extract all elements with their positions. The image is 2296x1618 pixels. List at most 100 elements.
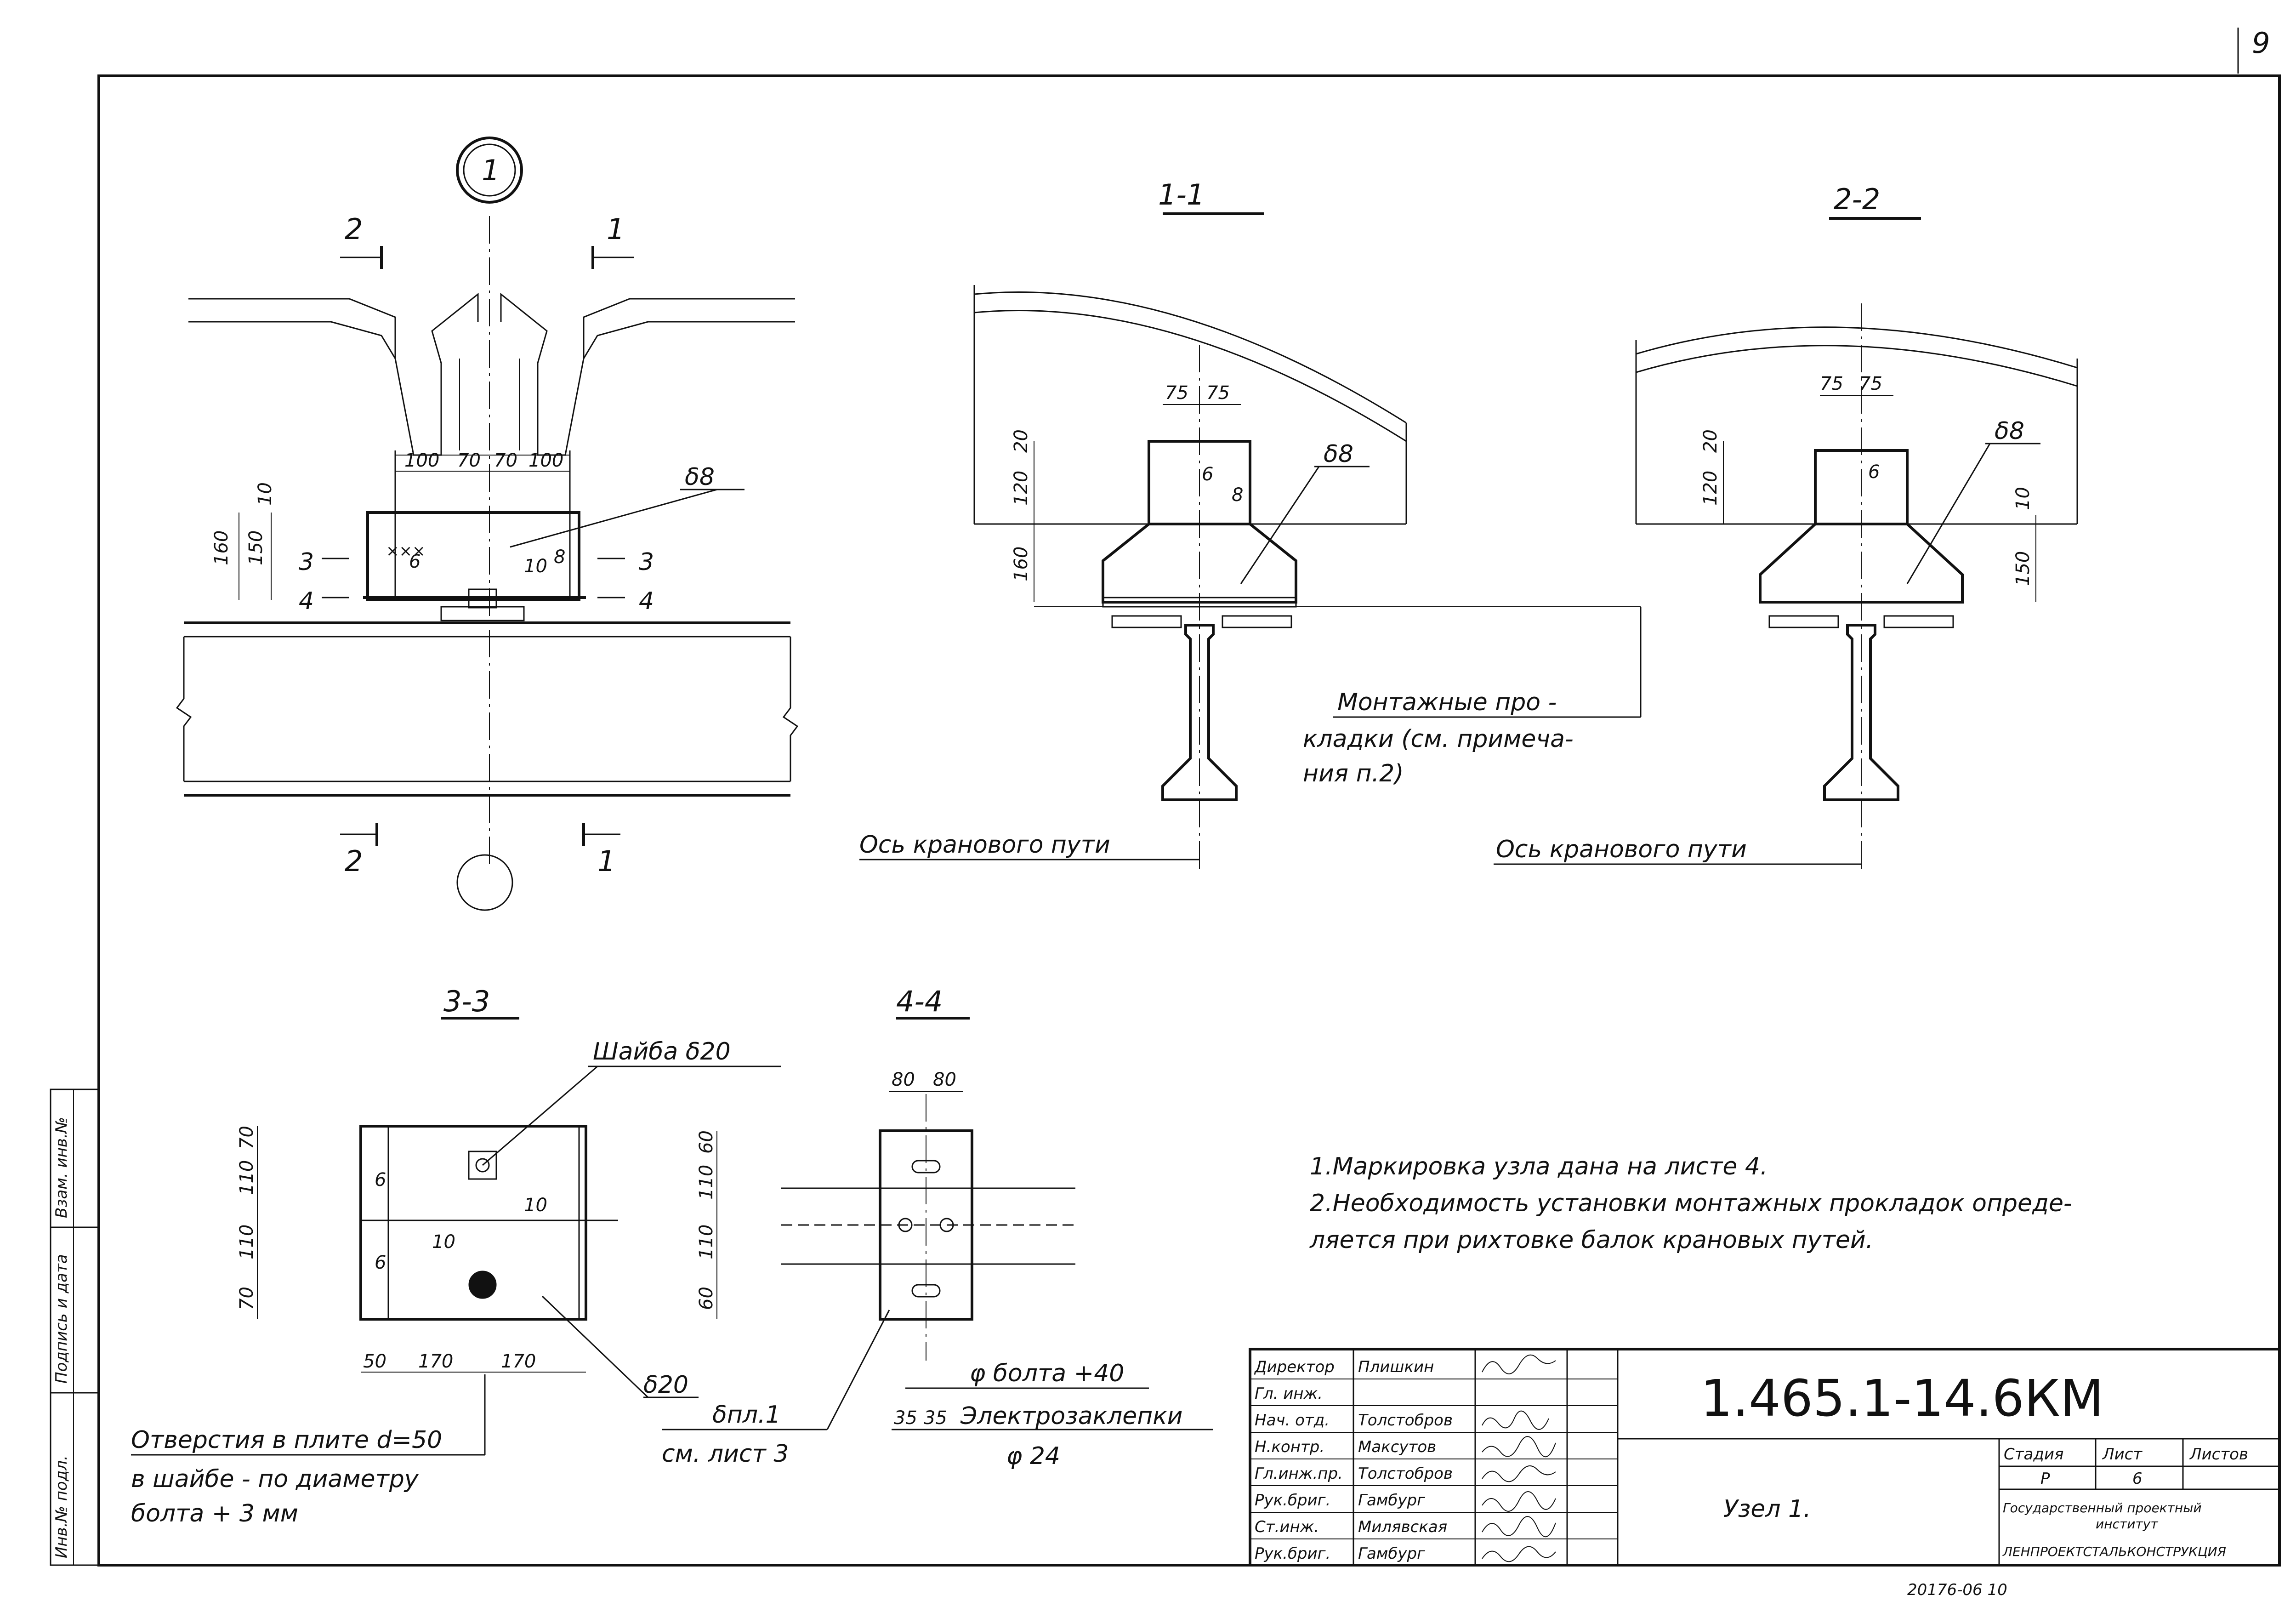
document-code: 1.465.1-14.6КМ: [1700, 1369, 2103, 1428]
main-weld-x-marks: ×××: [386, 542, 425, 560]
plate-leader: [510, 489, 717, 548]
tb-role-7: Ст.инж.: [1255, 1518, 1319, 1536]
s33-dim-70a: 70: [236, 1126, 257, 1149]
tb-sheet-value: 6: [2132, 1470, 2143, 1488]
s11-curved-beam-top-2: [974, 310, 1407, 442]
tb-role-1: Директор: [1254, 1358, 1335, 1376]
s44-plate-ref-1: δпл.1: [712, 1401, 781, 1429]
dim-left-150: 150: [245, 530, 267, 565]
title-block: Директор Плишкин Гл. инж. Нач. отд. Толс…: [1249, 1348, 2281, 1567]
s11-dim-75b: 75: [1206, 382, 1230, 404]
section-2-2: 2-2 75 75 20 120 10 150 δ8 6: [1635, 182, 2078, 873]
title-block-frame: [1249, 1348, 2281, 1567]
s11-clamp-left: [1111, 615, 1182, 628]
tb-role-8: Рук.бриг.: [1255, 1544, 1330, 1563]
axis-marker-circle: [456, 854, 513, 911]
s44-dim-60a: 60: [696, 1130, 717, 1154]
s11-dim-20: 20: [1011, 429, 1032, 453]
tb-stage-header: Стадия: [2004, 1445, 2063, 1464]
s11-dim-160: 160: [1011, 547, 1032, 581]
main-weld-6: 6: [409, 551, 421, 572]
s33-washer: [468, 1151, 497, 1180]
dim-top-4: 100: [529, 450, 563, 471]
s22-clamp-right: [1883, 615, 1954, 628]
s44-dim-110a: 110: [696, 1165, 717, 1200]
tb-role-4: Н.контр.: [1255, 1438, 1324, 1456]
s11-plate-label: δ8: [1324, 440, 1353, 468]
dim-top-1: 100: [404, 450, 439, 471]
s33-washer-leader: [482, 1065, 598, 1166]
s44-rivet-left: [898, 1218, 913, 1232]
organization-line-3: ЛЕНПРОЕКТСТАЛЬКОНСТРУКЦИЯ: [2002, 1544, 2226, 1559]
section-4-4: 4-4 80 80 60 110 110 60 φ болта +40 35 3…: [662, 985, 1213, 1470]
signature-4: [1482, 1465, 1556, 1482]
dim-left-160: 160: [211, 530, 232, 565]
tb-role-5: Гл.инж.пр.: [1255, 1464, 1343, 1483]
tb-name-3: Толстобров: [1358, 1411, 1453, 1430]
main-weld-8: 8: [554, 547, 565, 568]
s33-dim-70b: 70: [236, 1287, 257, 1310]
tb-role-3: Нач. отд.: [1255, 1411, 1330, 1430]
cut-1-top-label: 1: [607, 212, 625, 246]
embedded-plate: [366, 511, 580, 601]
s44-rivet-note: Электрозаклепки: [960, 1402, 1182, 1430]
main-weld-10: 10: [524, 556, 547, 577]
tb-name-5: Толстобров: [1358, 1464, 1453, 1483]
s11-plate-leader: [1240, 466, 1320, 584]
cut-3-right-label: 3: [639, 548, 654, 576]
s22-weld-6: 6: [1868, 461, 1880, 483]
s33-plate-label: δ20: [643, 1371, 688, 1399]
s22-dim-150: 150: [2012, 551, 2034, 586]
side-stamp-frame: [50, 1088, 100, 1566]
cut-3-left-label: 3: [299, 548, 314, 576]
s33-washer-hole: [475, 1158, 490, 1173]
note-2-line-2: ляется при рихтовке балок крановых путей…: [1309, 1226, 1873, 1254]
section-3-3: 3-3 Шайба δ20 70 110 110 70 50 170 170 δ…: [131, 985, 781, 1527]
s33-hole-note-2: в шайбе - по диаметру: [131, 1465, 419, 1493]
s33-weld-10b: 10: [432, 1231, 455, 1253]
s44-plate-leader: [826, 1310, 890, 1430]
signature-2: [1482, 1410, 1549, 1430]
signature-6: [1482, 1516, 1556, 1537]
s22-dim-120: 120: [1700, 471, 1721, 506]
s33-plate: [359, 1125, 587, 1321]
axis-label-1: Ось кранового пути: [859, 831, 1110, 859]
beam-break-left: [176, 637, 192, 781]
organization-line-2: институт: [2096, 1516, 2158, 1532]
cut-2-bottom-label: 2: [345, 844, 363, 878]
dim-left-10: 10: [255, 482, 276, 506]
s11-rail: [1161, 624, 1238, 801]
tb-name-1: Плишкин: [1358, 1358, 1434, 1376]
s44-plate-ref-2: см. лист 3: [662, 1440, 789, 1468]
tb-name-7: Милявская: [1358, 1518, 1447, 1536]
cut-4-right-label: 4: [639, 587, 654, 615]
washer: [440, 606, 525, 621]
beam-break-right: [782, 637, 799, 781]
side-stamp: Инв.№ подл. Подпись и дата Взам. инв.№: [50, 1088, 100, 1566]
s33-weld-10a: 10: [524, 1195, 547, 1216]
dim-top-2: 70: [457, 450, 481, 471]
shims-note-line-3: ния п.2): [1303, 760, 1404, 787]
tb-name-8: Гамбург: [1358, 1544, 1426, 1563]
axis-label-2: Ось кранового пути: [1496, 836, 1747, 863]
s22-plate-label: δ8: [1995, 417, 2024, 445]
tb-role-2: Гл. инж.: [1255, 1384, 1323, 1403]
tb-name-4: Максутов: [1358, 1438, 1436, 1456]
signature-1: [1482, 1354, 1556, 1374]
section-4-4-title: 4-4: [896, 985, 943, 1018]
s33-weld-6b: 6: [375, 1252, 386, 1273]
s33-hole-note-3: болта + 3 мм: [131, 1500, 298, 1527]
cut-4-left-label: 4: [299, 587, 314, 615]
archive-number: 20176-06 10: [1907, 1581, 2007, 1599]
signature-7: [1482, 1546, 1556, 1562]
s22-dim-10: 10: [2012, 487, 2034, 510]
signature-3: [1482, 1436, 1556, 1457]
note-2-line-1: 2.Необходимость установки монтажных прок…: [1310, 1190, 2072, 1217]
s33-hole: [468, 1270, 497, 1299]
s44-dim-80b: 80: [933, 1069, 956, 1090]
page-number: 9: [2252, 26, 2270, 60]
s33-dim-110a: 110: [236, 1160, 257, 1195]
tb-sheets-header: Листов: [2189, 1445, 2248, 1464]
section-1-1-title: 1-1: [1158, 178, 1205, 211]
main-view: 1 2 1 2 1 3: [176, 137, 799, 911]
